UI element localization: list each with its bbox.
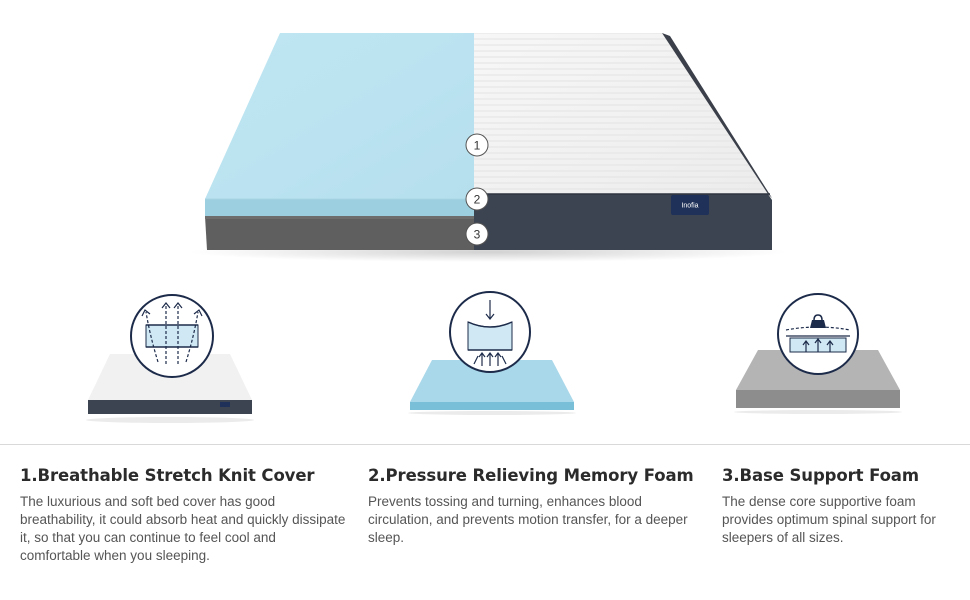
breathable-cover-icon bbox=[86, 294, 254, 423]
feature-description: The dense core supportive foam provides … bbox=[722, 494, 936, 545]
feature-base-support: 3.Base Support Foam The dense core suppo… bbox=[722, 466, 962, 547]
layer-marker-3: 3 bbox=[465, 222, 489, 246]
svg-text:3: 3 bbox=[474, 228, 481, 242]
feature-description: Prevents tossing and turning, enhances b… bbox=[368, 494, 688, 545]
svg-text:1: 1 bbox=[474, 139, 481, 153]
section-divider bbox=[0, 444, 970, 445]
brand-label: Inofia bbox=[671, 195, 709, 215]
memory-foam-layer bbox=[205, 33, 474, 216]
feature-title: 2.Pressure Relieving Memory Foam bbox=[368, 466, 694, 485]
pressure-relief-icon bbox=[408, 291, 576, 415]
base-foam-layer bbox=[205, 216, 474, 250]
feature-breathable-cover: 1.Breathable Stretch Knit Cover The luxu… bbox=[20, 466, 350, 565]
knit-cover-layer bbox=[474, 33, 772, 250]
layer-marker-2: 2 bbox=[465, 187, 489, 211]
feature-title: 3.Base Support Foam bbox=[722, 466, 919, 485]
feature-memory-foam: 2.Pressure Relieving Memory Foam Prevent… bbox=[368, 466, 698, 547]
base-support-icon bbox=[734, 293, 902, 414]
feature-description: The luxurious and soft bed cover has goo… bbox=[20, 494, 346, 563]
feature-title: 1.Breathable Stretch Knit Cover bbox=[20, 466, 315, 485]
svg-text:2: 2 bbox=[474, 193, 481, 207]
mattress-cutaway-illustration: Inofia 1 2 3 bbox=[188, 33, 788, 262]
svg-text:Inofia: Inofia bbox=[681, 203, 698, 210]
layer-marker-1: 1 bbox=[465, 133, 489, 157]
